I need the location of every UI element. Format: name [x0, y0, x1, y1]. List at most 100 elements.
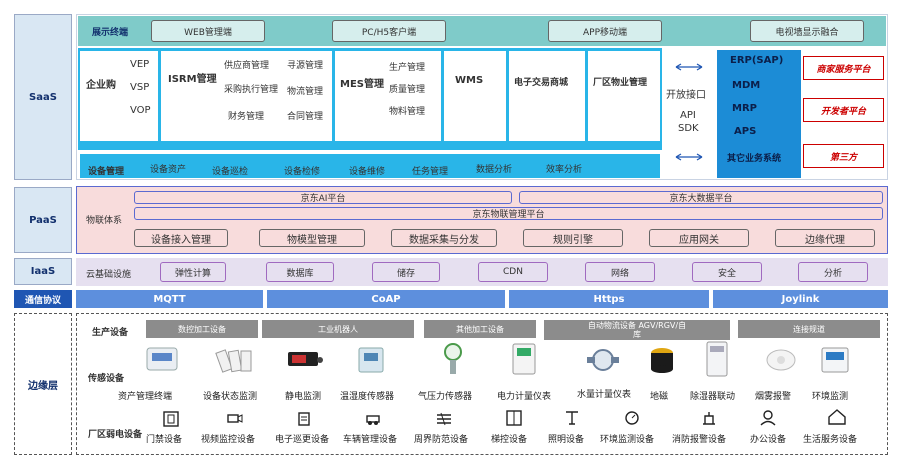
weak-caption: 周界防范设备: [414, 435, 469, 445]
sdk-label: SDK: [678, 123, 699, 134]
iaas-item: 分析: [798, 262, 868, 282]
api-label: API: [680, 110, 696, 121]
office-icon: [760, 410, 776, 426]
device-mgmt-item: 设备维修: [349, 167, 386, 177]
qiyegou-box: [80, 51, 158, 141]
isrm-item: 合同管理: [287, 112, 324, 122]
temp-humidity-sensor-icon: [358, 347, 384, 373]
mes-item: 生产管理: [389, 63, 426, 73]
vehicle-icon: [366, 415, 380, 425]
protocol: CoAP: [267, 290, 505, 308]
device-mgmt-item: 设备检修: [284, 167, 321, 177]
door-icon: [163, 411, 179, 427]
isrm-item: 供应商管理: [224, 61, 270, 71]
layer-saas: SaaS: [14, 14, 72, 180]
paas-item: 边缘代理: [775, 229, 875, 247]
display-item: WEB管理端: [151, 20, 265, 42]
smoke-alarm-icon: [766, 349, 796, 371]
device-mgmt-title: 设备管理: [88, 167, 125, 177]
paas-item: 应用网关: [649, 229, 749, 247]
display-item: 电视墙显示融合: [750, 20, 864, 42]
isrm-title: ISRM管理: [168, 74, 217, 85]
isrm-item: 财务管理: [228, 112, 265, 122]
wms-box: [444, 51, 506, 141]
env-monitor-device-icon: [625, 411, 639, 425]
layer-iaas: IaaS: [14, 258, 72, 285]
pressure-sensor-icon: [444, 343, 462, 374]
fire-alarm-icon: [703, 412, 715, 425]
weak-caption: 视频监控设备: [201, 435, 256, 445]
iot-label: 物联体系: [86, 216, 123, 226]
display-item: PC/H5客户端: [332, 20, 446, 42]
status-monitor-icon: [215, 349, 252, 373]
iaas-item: 网络: [585, 262, 655, 282]
wms-title: WMS: [455, 75, 484, 86]
protocol: Https: [509, 290, 709, 308]
patrol-icon: [298, 412, 310, 426]
dehumidifier-icon: [706, 341, 728, 377]
isrm-item: 寻源管理: [287, 61, 324, 71]
sensor-caption: 除湿器联动: [690, 392, 736, 402]
paas-item: 规则引擎: [523, 229, 623, 247]
production-item: 连接规道: [738, 320, 880, 338]
environment-monitor-icon: [821, 347, 849, 373]
qiyegou-item: VSP: [130, 82, 150, 93]
open-interface-label: 开放接口: [666, 90, 706, 101]
erp-item: APS: [734, 126, 757, 137]
sensor-caption: 温湿度传感器: [340, 392, 395, 402]
mes-item: 物料管理: [389, 107, 426, 117]
display-label: 展示终端: [92, 28, 129, 38]
device-mgmt-item: 数据分析: [476, 165, 513, 175]
sensor-caption: 烟雾报警: [755, 392, 792, 402]
home-icon: [828, 409, 846, 425]
water-meter-icon: [587, 349, 619, 371]
production-label: 生产设备: [92, 328, 129, 338]
layer-comm: 通信协议: [14, 290, 72, 308]
sensor-label: 传感设备: [88, 374, 125, 384]
device-mgmt-item: 设备资产: [150, 165, 187, 175]
mes-item: 质量管理: [389, 85, 426, 95]
iot-platform: 京东物联管理平台: [134, 207, 883, 220]
device-mgmt-item: 效率分析: [546, 165, 583, 175]
weak-caption: 办公设备: [750, 435, 787, 445]
bidirectional-arrow-icon: [675, 63, 703, 71]
erp-item: ERP(SAP): [730, 55, 784, 66]
mall-title: 电子交易商城: [514, 78, 569, 88]
weak-caption: 消防报警设备: [672, 435, 727, 445]
qiyegou-item: VEP: [130, 59, 150, 70]
sensor-caption: 环境监测: [812, 392, 849, 402]
static-monitor-icon: [288, 352, 323, 366]
weak-caption: 环境监测设备: [600, 435, 655, 445]
platform-box: 商家服务平台: [803, 56, 884, 80]
weak-caption: 门禁设备: [146, 435, 183, 445]
qiyegou-title: 企业购: [86, 80, 116, 91]
platform-box: 开发者平台: [803, 98, 884, 122]
isrm-item: 采购执行管理: [224, 85, 279, 95]
mall-box: [509, 51, 585, 141]
display-item: APP移动端: [548, 20, 662, 42]
lighting-icon: [566, 411, 578, 425]
erp-item: MRP: [732, 103, 757, 114]
weak-caption: 车辆管理设备: [343, 435, 398, 445]
geomagnetic-icon: [651, 348, 673, 373]
weak-caption: 电子巡更设备: [275, 435, 330, 445]
iaas-item: 弹性计算: [160, 262, 226, 282]
isrm-box: [161, 51, 332, 141]
park-title: 厂区物业管理: [593, 78, 648, 88]
ai-platform: 京东AI平台: [134, 191, 512, 204]
device-mgmt-row: [80, 154, 660, 178]
protocol: Joylink: [713, 290, 888, 308]
perimeter-icon: [437, 412, 451, 426]
sensor-caption: 地磁: [650, 392, 669, 402]
device-mgmt-item: 设备巡检: [212, 167, 249, 177]
platform-box: 第三方: [803, 144, 884, 168]
erp-column: [717, 50, 801, 178]
mes-title: MES管理: [340, 79, 384, 90]
iaas-label: 云基础设施: [86, 270, 132, 280]
sensor-caption: 气压力传感器: [418, 392, 473, 402]
iaas-item: 安全: [692, 262, 762, 282]
production-item: 自动物流设备 AGV/RGV/自库: [544, 320, 730, 340]
sensor-caption: 资产管理终端: [118, 392, 173, 402]
mes-box: [335, 51, 441, 141]
paas-item: 数据采集与分发: [391, 229, 497, 247]
